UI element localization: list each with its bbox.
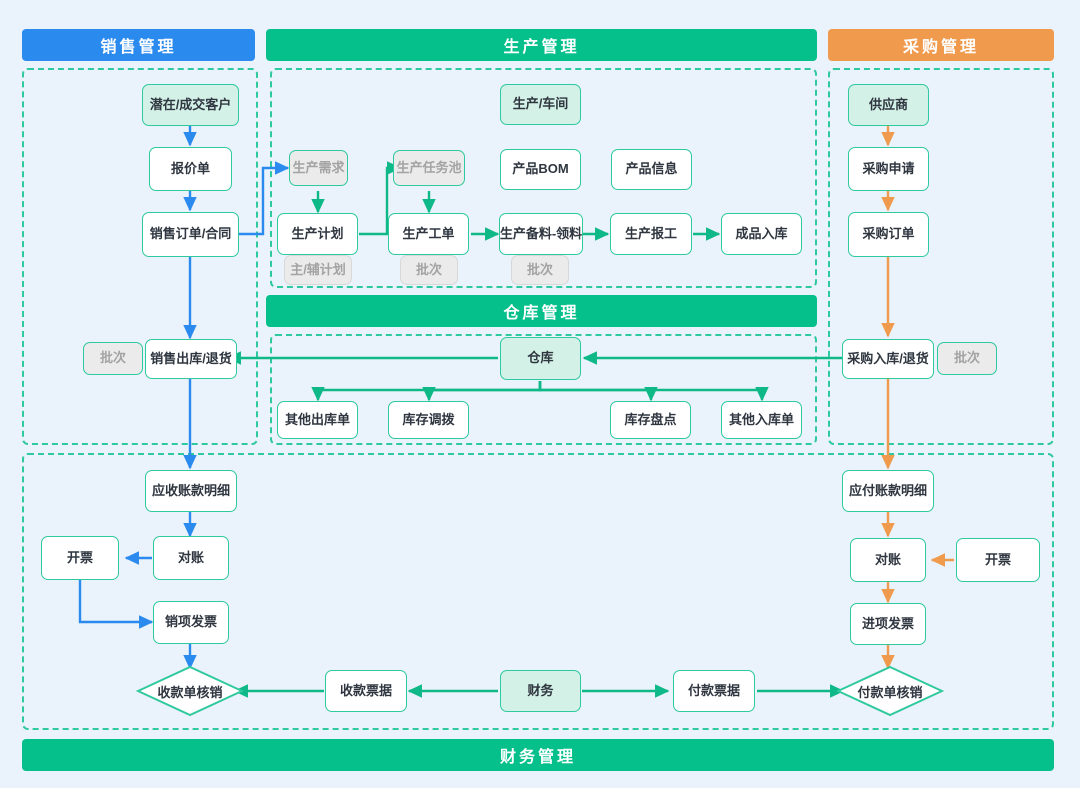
banner-finance-label: 财务管理 [499,749,576,766]
node-sales-order[interactable]: 销售订单/合同 [142,212,239,257]
node-payment-voucher-label: 付款票据 [687,682,740,698]
node-input-invoice[interactable]: 进项发票 [850,603,926,645]
node-workshop[interactable]: 生产/车间 [500,84,581,125]
group-purchase [828,68,1054,445]
node-receipt-voucher[interactable]: 收款票据 [325,670,407,712]
node-quotation[interactable]: 报价单 [149,147,232,191]
node-batch-sales[interactable]: 批次 [83,342,143,375]
banner-warehouse: 仓库管理 [266,295,817,327]
banner-warehouse-label: 仓库管理 [503,305,580,322]
node-task-pool[interactable]: 生产任务池 [393,150,465,186]
node-invoice-ar-label: 开票 [66,549,93,565]
node-other-inbound[interactable]: 其他入库单 [721,401,802,439]
node-other-outbound-label: 其他出库单 [284,411,350,427]
node-payable-detail[interactable]: 应付账款明细 [842,470,934,512]
node-output-invoice[interactable]: 销项发票 [153,601,229,644]
node-warehouse[interactable]: 仓库 [500,337,581,380]
node-product-bom-label: 产品BOM [512,161,569,177]
node-batch-material[interactable]: 批次 [511,255,569,285]
node-stock-count-label: 库存盘点 [624,411,677,427]
node-material-prep[interactable]: 生产备料-领料 [499,213,583,255]
node-production-plan-label: 生产计划 [291,225,344,241]
banner-production-label: 生产管理 [503,39,580,56]
banner-purchase-label: 采购管理 [902,39,979,56]
node-reconcile-ar-label: 对账 [177,549,204,565]
node-material-prep-label: 生产备料-领料 [499,225,583,241]
node-finished-inbound-label: 成品入库 [735,225,788,241]
node-requisition[interactable]: 采购申请 [848,147,929,191]
node-batch-purchase-label: 批次 [953,350,980,366]
banner-sales-label: 销售管理 [100,39,177,56]
node-invoice-ap[interactable]: 开票 [956,538,1040,582]
node-sales-outbound-label: 销售出库/退货 [150,350,232,366]
node-supplier-label: 供应商 [868,96,908,112]
node-receipt-writeoff[interactable]: 收款单核销 [136,665,244,717]
node-batch-work-order-label: 批次 [415,261,442,277]
node-purchase-inbound[interactable]: 采购入库/退货 [842,339,934,379]
node-customer[interactable]: 潜在/成交客户 [142,84,239,126]
node-product-info[interactable]: 产品信息 [611,149,692,190]
node-purchase-order[interactable]: 采购订单 [848,212,929,257]
node-other-outbound[interactable]: 其他出库单 [277,401,358,439]
node-batch-sales-label: 批次 [99,350,126,366]
group-production [270,68,817,288]
node-receivable-detail-label: 应收账款明细 [151,482,230,498]
node-purchase-order-label: 采购订单 [862,226,915,242]
node-stock-transfer[interactable]: 库存调拨 [388,401,469,439]
node-report-work-label: 生产报工 [624,225,677,241]
node-workshop-label: 生产/车间 [512,96,569,112]
node-other-inbound-label: 其他入库单 [728,411,794,427]
node-report-work[interactable]: 生产报工 [610,213,692,255]
node-payment-writeoff[interactable]: 付款单核销 [836,665,944,717]
node-finance-center[interactable]: 财务 [500,670,581,712]
banner-purchase: 采购管理 [828,29,1054,61]
node-receivable-detail[interactable]: 应收账款明细 [145,470,237,512]
node-work-order-label: 生产工单 [402,225,455,241]
node-batch-purchase[interactable]: 批次 [937,342,997,375]
node-supplier[interactable]: 供应商 [848,84,929,126]
banner-finance: 财务管理 [22,739,1054,771]
group-finance [22,453,1054,730]
node-reconcile-ar[interactable]: 对账 [153,536,229,580]
diamond-shape-receipt [136,665,244,717]
node-production-plan[interactable]: 生产计划 [277,213,358,255]
node-invoice-ap-label: 开票 [984,551,1011,567]
node-stock-transfer-label: 库存调拨 [402,411,455,427]
node-product-bom[interactable]: 产品BOM [500,149,581,190]
node-batch-material-label: 批次 [526,261,553,277]
diamond-shape-payment [836,665,944,717]
node-purchase-inbound-label: 采购入库/退货 [847,350,929,366]
node-batch-plan-label: 主/辅计划 [290,261,346,277]
node-requisition-label: 采购申请 [862,160,915,176]
node-reconcile-ap-label: 对账 [874,551,901,567]
node-invoice-ar[interactable]: 开票 [41,536,119,580]
node-finance-center-label: 财务 [527,682,554,698]
banner-production: 生产管理 [266,29,817,61]
node-customer-label: 潜在/成交客户 [149,96,232,112]
node-receipt-voucher-label: 收款票据 [339,682,392,698]
node-payable-detail-label: 应付账款明细 [848,482,927,498]
banner-sales: 销售管理 [22,29,255,61]
node-input-invoice-label: 进项发票 [861,615,914,631]
node-production-demand[interactable]: 生产需求 [289,150,348,186]
group-warehouse [270,334,817,445]
node-payment-voucher[interactable]: 付款票据 [673,670,755,712]
node-product-info-label: 产品信息 [625,161,678,177]
node-reconcile-ap[interactable]: 对账 [850,538,926,582]
node-production-demand-label: 生产需求 [292,159,345,175]
node-sales-outbound[interactable]: 销售出库/退货 [145,339,237,379]
node-quotation-label: 报价单 [170,160,210,176]
node-work-order[interactable]: 生产工单 [388,213,469,255]
group-sales [22,68,258,445]
node-receipt-writeoff-label: 收款单核销 [157,684,223,700]
node-warehouse-label: 仓库 [527,350,554,366]
node-finished-inbound[interactable]: 成品入库 [721,213,802,255]
node-output-invoice-label: 销项发票 [164,614,217,630]
node-batch-plan[interactable]: 主/辅计划 [284,255,352,285]
node-task-pool-label: 生产任务池 [396,159,462,175]
node-sales-order-label: 销售订单/合同 [149,226,232,242]
node-batch-work-order[interactable]: 批次 [400,255,458,285]
node-stock-count[interactable]: 库存盘点 [610,401,691,439]
node-payment-writeoff-label: 付款单核销 [857,684,923,700]
